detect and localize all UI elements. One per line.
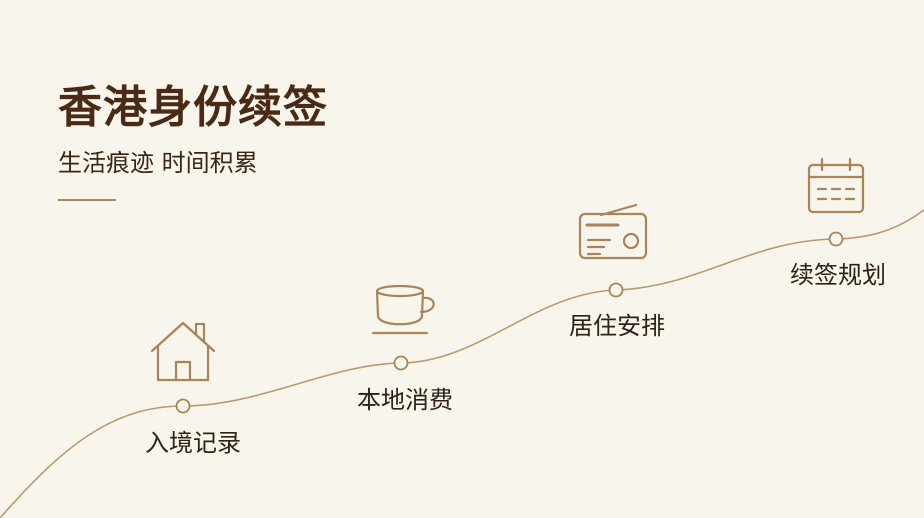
house-icon xyxy=(150,321,216,382)
step-label-renewal-planning: 续签规划 xyxy=(790,261,886,289)
timeline-node-3 xyxy=(608,282,624,298)
title-divider xyxy=(58,199,116,201)
timeline-node-1 xyxy=(175,398,191,414)
calendar-icon xyxy=(807,157,865,214)
timeline-node-4 xyxy=(828,231,844,247)
radio-icon xyxy=(578,203,648,260)
page-subtitle: 生活痕迹 时间积累 xyxy=(58,149,258,177)
page-title: 香港身份续签 xyxy=(58,82,328,133)
step-label-residence: 居住安排 xyxy=(569,312,665,340)
timeline-node-2 xyxy=(393,355,409,371)
step-label-entry-record: 入境记录 xyxy=(145,429,241,457)
coffee-cup-icon xyxy=(371,284,435,335)
step-label-local-spending: 本地消费 xyxy=(357,386,453,414)
timeline-path xyxy=(0,209,924,518)
